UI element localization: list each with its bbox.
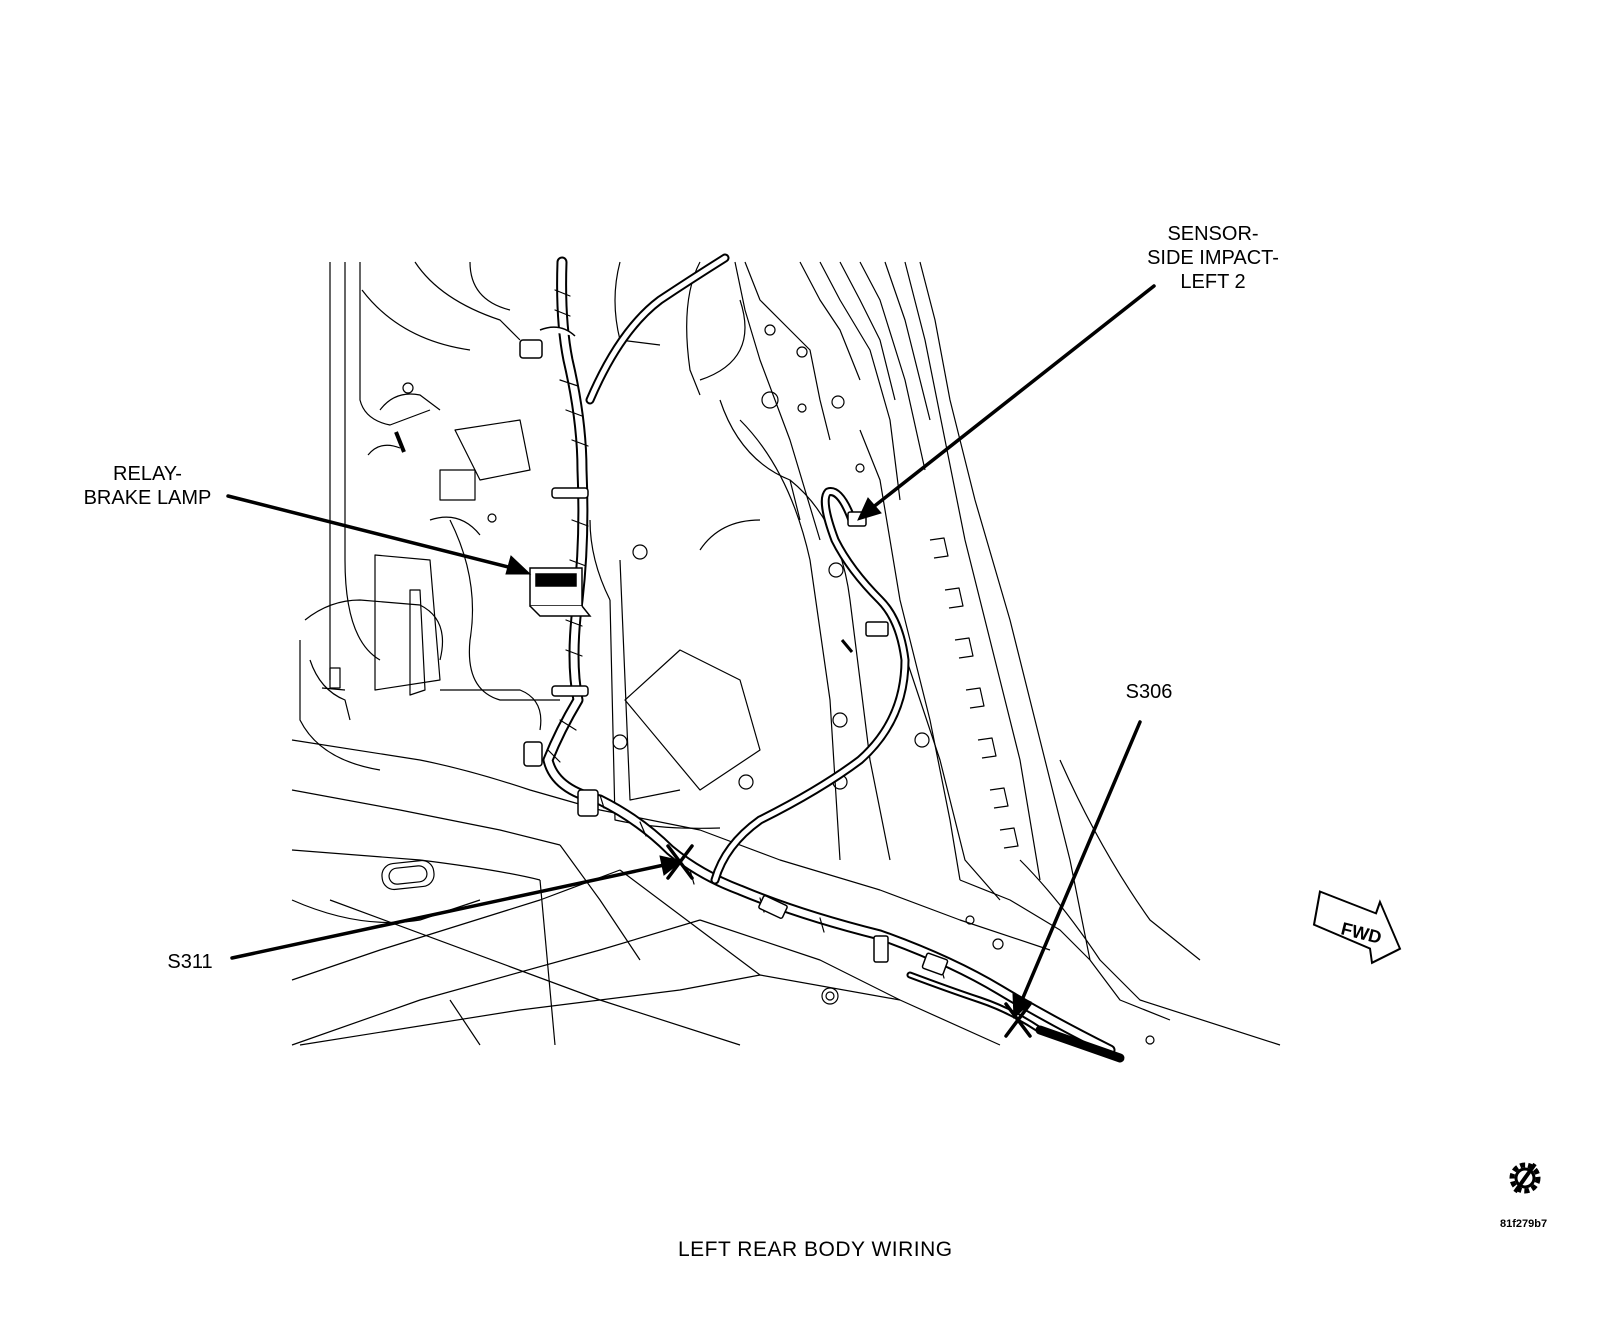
splice-s311-mark — [666, 844, 694, 880]
sensor-label-line-2: SIDE IMPACT- — [1147, 247, 1279, 269]
fwd-arrow-icon — [1312, 890, 1402, 965]
relay-label-line-2: BRAKE LAMP — [83, 487, 212, 509]
splice-s306-label: S306 — [1125, 681, 1173, 703]
sensor-side-impact-label: SENSOR- SIDE IMPACT- LEFT 2 — [1118, 222, 1308, 294]
body-holes — [402, 324, 1155, 1045]
relay-brake-lamp-label: RELAY- BRAKE LAMP — [60, 462, 235, 510]
sensor-label-line-1: SENSOR- — [1167, 223, 1259, 245]
brake-lamp-relay-shape — [529, 567, 592, 617]
splice-s306-mark — [1004, 1002, 1032, 1038]
figure-reference-code: 81f279b7 — [1500, 1218, 1548, 1230]
wiring-harness — [542, 253, 1125, 1063]
splice-marks — [666, 844, 1032, 1038]
gear-slash-icon — [1509, 1162, 1541, 1194]
relay-label-line-1: RELAY- — [113, 463, 182, 485]
splice-s311-label: S311 — [167, 951, 213, 973]
callout-arrows — [226, 284, 1156, 1020]
body-structure — [291, 261, 1281, 1046]
sensor-label-line-3: LEFT 2 — [1180, 271, 1246, 293]
harness-clips — [394, 326, 949, 976]
diagram-caption: LEFT REAR BODY WIRING — [678, 1238, 953, 1261]
